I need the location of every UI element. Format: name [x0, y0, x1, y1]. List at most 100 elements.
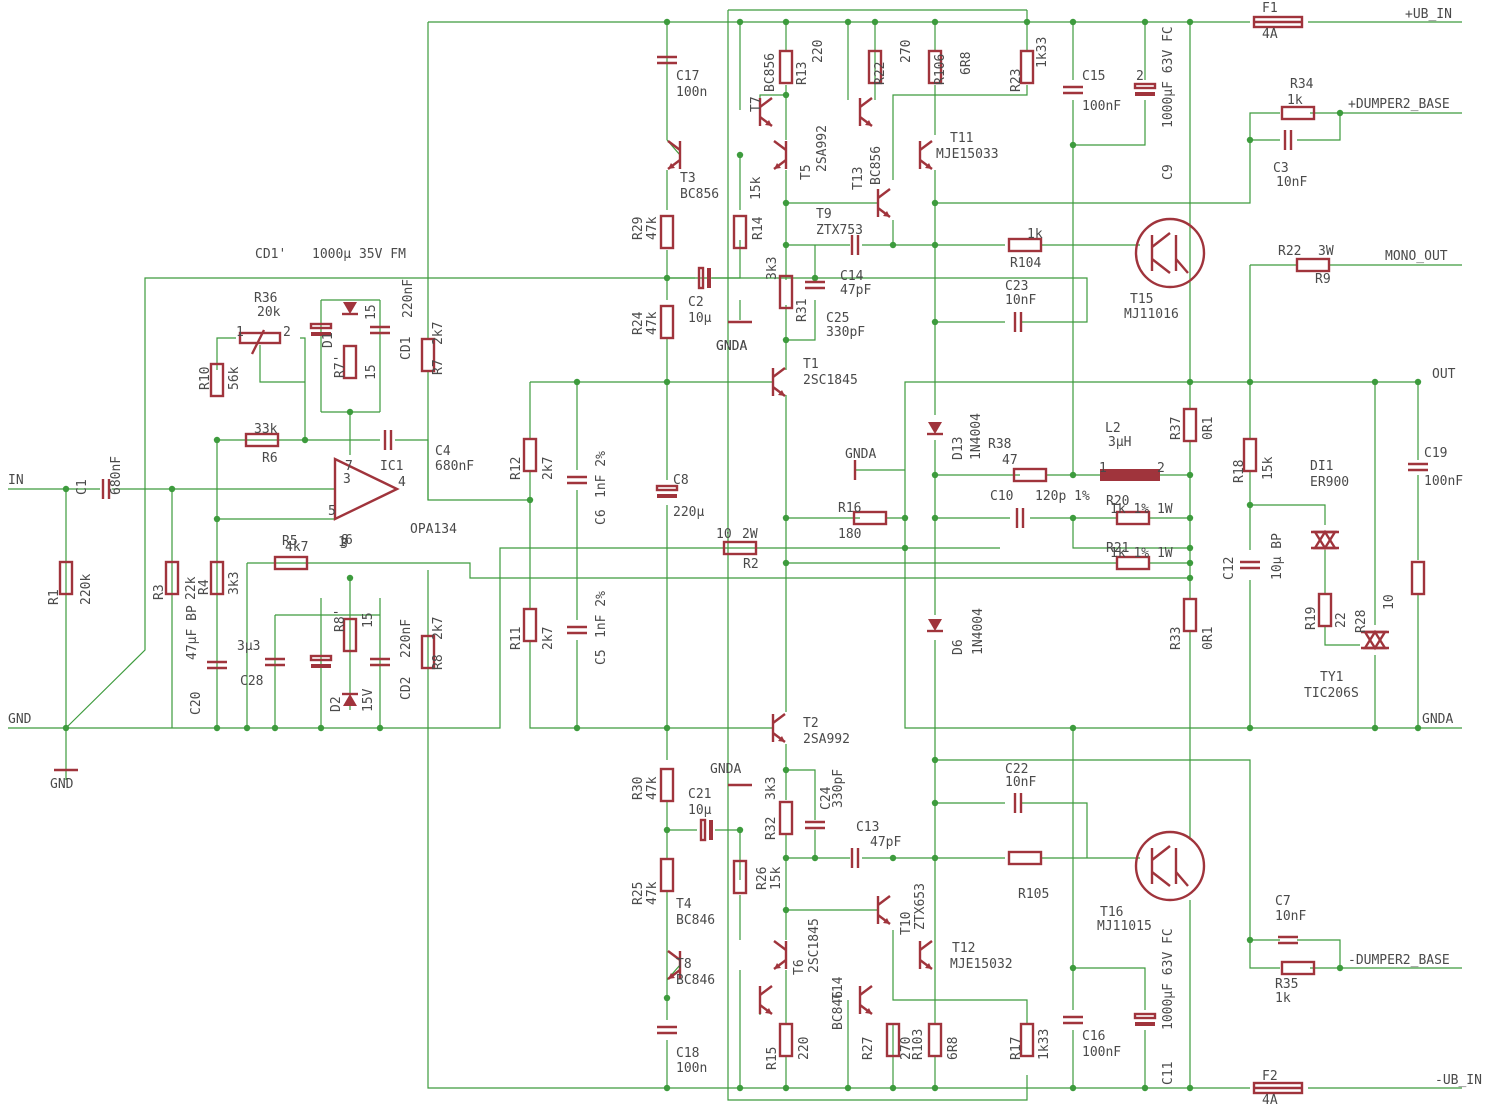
- power-transistor: [1151, 871, 1171, 887]
- component-label: BC846: [676, 913, 715, 928]
- net-label: -DUMPER2_BASE: [1348, 953, 1450, 968]
- component-label: 22: [1334, 612, 1349, 628]
- component-label: C21: [688, 787, 711, 802]
- junction-dot: [243, 724, 251, 732]
- component-label: 56k: [227, 366, 242, 390]
- component-label: T5: [799, 164, 814, 180]
- wire: [1072, 518, 1190, 549]
- component-label: CD2: [399, 677, 414, 700]
- junction-dot: [1069, 471, 1077, 479]
- transistor: [765, 120, 772, 126]
- component-label: 2SA992: [815, 125, 830, 172]
- resistor: [420, 337, 436, 373]
- junction-dot: [1186, 559, 1194, 567]
- component-label: 15k: [1261, 456, 1276, 480]
- net-label: -UB_IN: [1435, 1073, 1482, 1088]
- component-label: R3: [152, 584, 167, 600]
- component-label: C22: [1005, 762, 1028, 777]
- component-label: 270: [899, 1037, 914, 1060]
- component-label: 10µ BP: [1270, 533, 1285, 580]
- component-label: 220k: [79, 574, 94, 605]
- component-label: T1: [803, 357, 819, 372]
- component-label: R7': [333, 355, 348, 378]
- junction-dot: [1246, 936, 1254, 944]
- power-transistor: [1175, 871, 1189, 887]
- resistor: [1115, 555, 1151, 571]
- component-label: C13: [856, 820, 879, 835]
- component-label: TY1: [1320, 670, 1343, 685]
- junction-dot: [1069, 141, 1077, 149]
- component-label: 10µ: [688, 803, 712, 818]
- component-label: MJE15032: [950, 957, 1013, 972]
- component-label: T15: [1130, 292, 1153, 307]
- resistor: [209, 560, 225, 596]
- wire: [904, 518, 1462, 729]
- component-label: 1k: [1027, 227, 1043, 242]
- component-label: 8: [341, 533, 349, 548]
- junction-dot: [871, 18, 879, 26]
- wire: [892, 960, 1028, 1025]
- component-label: 1k 1% 1W: [1110, 502, 1173, 517]
- component-label: 100nF: [1082, 99, 1121, 114]
- wire: [1073, 967, 1146, 1010]
- component-label: MJ11016: [1124, 307, 1179, 322]
- component-label: 220nF: [399, 619, 414, 658]
- electrolytic-capacitor: [309, 322, 333, 330]
- component-label: C1: [75, 479, 90, 495]
- component-label: 15: [361, 612, 376, 628]
- component-label: 680nF: [109, 456, 124, 495]
- junction-dot: [663, 826, 671, 834]
- component-label: F1: [1262, 1, 1278, 16]
- component-label: 1: [236, 325, 244, 340]
- electrolytic-capacitor: [1133, 1012, 1157, 1020]
- junction-dot: [931, 1084, 939, 1092]
- resistor: [659, 767, 675, 803]
- junction-dot: [1023, 18, 1031, 26]
- component-label: R12: [509, 457, 524, 480]
- junction-dot: [1141, 18, 1149, 26]
- component-label: 47k: [645, 881, 660, 905]
- component-label: T2: [803, 716, 819, 731]
- junction-dot: [1414, 724, 1422, 732]
- component-label: 15k: [769, 866, 784, 890]
- component-label: 2SC1845: [803, 373, 858, 388]
- component-label: R106: [933, 54, 948, 85]
- transistor: [883, 211, 890, 217]
- wire: [247, 562, 1190, 579]
- junction-dot: [376, 724, 384, 732]
- wire: [712, 240, 741, 279]
- electrolytic-capacitor: [1135, 92, 1155, 96]
- net-label: +UB_IN: [1405, 7, 1452, 22]
- resistor: [659, 304, 675, 340]
- junction-dot: [663, 274, 671, 282]
- component-label: 4A: [1262, 1093, 1278, 1108]
- wire: [885, 381, 1190, 519]
- resistor: [1182, 597, 1198, 633]
- component-label: C28: [240, 674, 263, 689]
- net-label: IN: [8, 473, 24, 488]
- wires: [8, 9, 1462, 1101]
- junction-dot: [782, 241, 790, 249]
- junction-dot: [811, 854, 819, 862]
- junction-dot: [736, 18, 744, 26]
- component-label: 120p 1%: [1035, 489, 1090, 504]
- wire: [785, 835, 850, 859]
- component-label: C2: [688, 295, 704, 310]
- component-label: R17: [1009, 1037, 1024, 1060]
- component-label: 4k7: [285, 540, 308, 555]
- junction-dot: [782, 336, 790, 344]
- junction-dot: [931, 854, 939, 862]
- electrolytic-capacitor: [309, 654, 333, 662]
- component-label: 680nF: [435, 459, 474, 474]
- component-label: 47k: [645, 216, 660, 240]
- junction-dot: [1069, 1084, 1077, 1092]
- component-label: C10: [990, 489, 1013, 504]
- wire: [300, 337, 306, 440]
- component-label: 15k: [749, 176, 764, 200]
- component-label: CD1': [255, 247, 286, 262]
- component-label: R16: [838, 501, 861, 516]
- wire: [427, 570, 1250, 1089]
- component-label: T6: [792, 959, 807, 975]
- component-label: 22k: [184, 576, 199, 600]
- component-label: T14: [831, 976, 846, 1000]
